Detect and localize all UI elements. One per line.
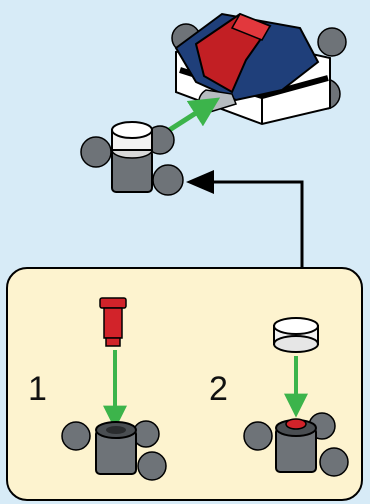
vehicle-model <box>171 12 347 126</box>
gray-hub-step2 <box>243 412 349 477</box>
gray-hub-step1 <box>61 420 167 481</box>
step-number-2: 2 <box>209 370 228 408</box>
hub-with-tile <box>80 121 184 196</box>
white-round-tile <box>273 317 319 353</box>
step-number-1: 1 <box>28 370 47 408</box>
red-axle-pin <box>99 297 127 347</box>
callout-arrow <box>186 170 304 268</box>
